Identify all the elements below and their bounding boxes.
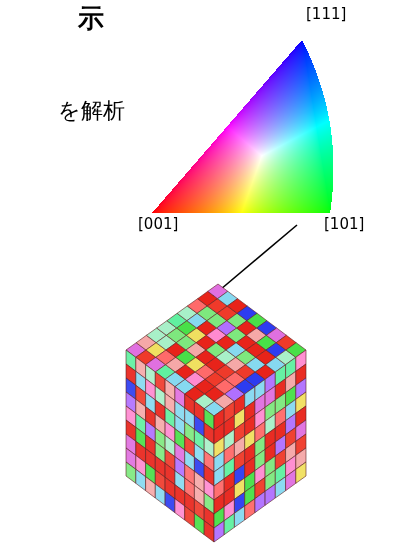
pointer-arrow (214, 225, 297, 295)
grain-cell (155, 484, 165, 505)
heading-fragment: 示 (78, 4, 104, 34)
grain-cell (146, 477, 156, 498)
grain-cell (255, 491, 265, 512)
grain-cell (204, 521, 214, 542)
grain-cell (194, 513, 204, 534)
grain-cell (214, 521, 224, 542)
grain-cell (165, 491, 175, 512)
grain-cell (286, 469, 296, 490)
direction-label: [101] (324, 216, 364, 233)
grain-cell (224, 513, 234, 534)
grain-cell (234, 506, 244, 527)
grain-cell (136, 469, 146, 490)
direction-label: [001] (138, 216, 178, 233)
ipf-color-triangle (140, 30, 360, 220)
direction-label: [111] (306, 6, 346, 23)
grain-cell (265, 484, 275, 505)
grain-cell (175, 499, 185, 520)
grain-cell (296, 462, 306, 483)
grain-cube (126, 284, 306, 542)
grain-cell (245, 499, 255, 520)
grain-cell (185, 506, 195, 527)
grain-cell (275, 477, 285, 498)
grain-cell (126, 462, 136, 483)
text-fragment: を解析 (58, 98, 125, 123)
